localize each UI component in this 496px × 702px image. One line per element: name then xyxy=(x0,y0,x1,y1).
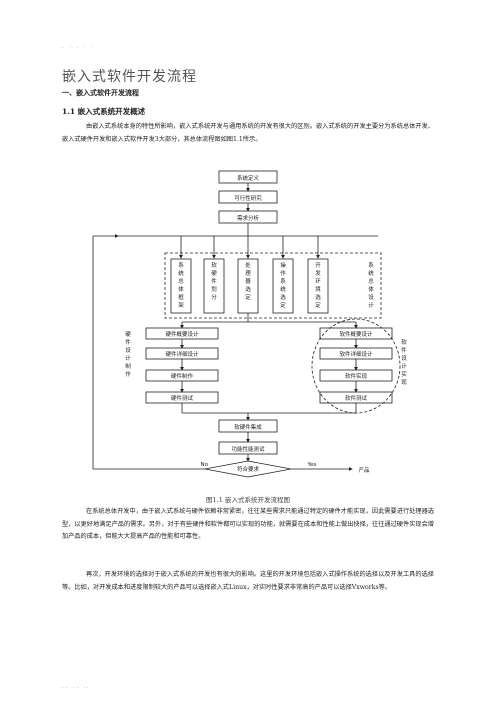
paragraph-environment: 再次，开发环境的选择对于嵌入式系统的开发也有很大的影响。这里的开发环境包括嵌入式… xyxy=(62,571,434,591)
footer-dots: .. .. .. xyxy=(62,684,91,690)
box-text: 功能性能测试 xyxy=(231,445,265,453)
box-text: 软件详细设计 xyxy=(339,350,373,358)
box-text: 软件概要设计 xyxy=(339,330,373,338)
box-text: 需求分析 xyxy=(237,214,260,222)
yes-label: Yes xyxy=(307,462,317,468)
vert-col-4: 操作系统选定 xyxy=(280,261,286,309)
vert-col-3: 处理器选定 xyxy=(245,261,251,301)
box-text: 软硬件集成 xyxy=(234,423,262,431)
col-box-5 xyxy=(307,258,329,314)
box-text: 软件测试 xyxy=(345,394,368,402)
box-text: 硬件测试 xyxy=(171,394,194,402)
col-box-2 xyxy=(203,258,225,314)
vert-col-5: 开发环境选定 xyxy=(315,262,321,309)
vert-col-1: 系统总体框架 xyxy=(178,261,184,309)
no-label: No xyxy=(201,462,209,468)
box-text: 硬件详细设计 xyxy=(165,350,199,358)
vert-right-label: 系统总体设计 xyxy=(368,261,374,309)
figure-caption: 图1.1 嵌入式系统开发流程图 xyxy=(206,496,290,504)
paragraph-intro: 由嵌入式系统本身的特性所影响，嵌入式系统开发与通用系统的开发有很大的区别。嵌入式… xyxy=(62,123,434,143)
page-title: 嵌入式软件开发流程 xyxy=(62,69,197,85)
box-text: 可行性研究 xyxy=(234,194,262,202)
box-text: 系统定义 xyxy=(237,174,260,182)
vert-hw-label: 硬件设计制作 xyxy=(125,331,131,378)
vert-col-2: 软硬件划分 xyxy=(211,261,217,301)
section-heading: 一、嵌入式软件开发流程 xyxy=(62,88,139,97)
box-text: 软件实现 xyxy=(345,372,368,380)
paragraph-system: 在系统总体开发中，由于嵌入式系统与硬件依赖非常紧密，往往某些需求只能通过特定的硬… xyxy=(62,508,434,540)
box-text: 硬件概要设计 xyxy=(165,330,199,338)
product-label: 产品 xyxy=(358,466,370,474)
header-dots: . · . · · xyxy=(62,44,95,50)
box-text: 硬件制作 xyxy=(171,372,194,380)
col-box-1 xyxy=(170,258,192,314)
vert-sw-label: 软件设计实现 xyxy=(401,338,407,386)
col-box-4 xyxy=(272,258,294,314)
decision-text: 符合要求 xyxy=(237,465,260,473)
subsection-heading: 1.1 嵌入式系统开发概述 xyxy=(62,107,146,116)
